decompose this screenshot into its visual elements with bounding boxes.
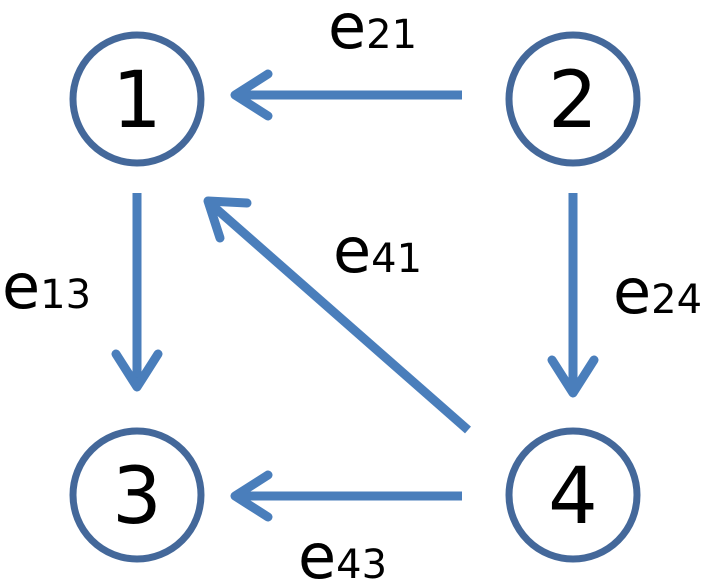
node-4-circle [505, 427, 641, 563]
node-2-circle [505, 31, 641, 167]
node-4: 4 [505, 427, 641, 563]
node-3-circle [69, 427, 205, 563]
node-1: 1 [69, 31, 205, 167]
edge-e41-arrowhead [203, 196, 252, 243]
node-4-label: 4 [548, 452, 598, 542]
node-3-label: 3 [112, 452, 162, 542]
edge-e13: e13 [2, 193, 163, 392]
node-3: 3 [69, 427, 205, 563]
edge-e21-arrowhead [230, 69, 273, 121]
edge-e41: e41 [203, 196, 471, 434]
edge-e24: e24 [547, 193, 702, 398]
node-2: 2 [505, 31, 641, 167]
node-2-label: 2 [548, 56, 598, 146]
edge-e43-arrowhead [230, 470, 273, 522]
edge-e21-label: e21 [328, 0, 417, 63]
edge-e24-label: e24 [613, 255, 702, 328]
edge-e24-arrowhead [547, 355, 599, 398]
node-1-circle [69, 31, 205, 167]
edge-e21: e21 [230, 0, 462, 121]
node-1-label: 1 [112, 56, 162, 146]
edge-e43-label: e43 [298, 520, 387, 587]
edge-e13-label: e13 [2, 250, 91, 323]
edge-e41-line [210, 202, 471, 434]
edge-e43: e43 [230, 470, 462, 587]
edge-e41-label: e41 [333, 214, 422, 287]
edge-e13-arrowhead [111, 349, 163, 392]
